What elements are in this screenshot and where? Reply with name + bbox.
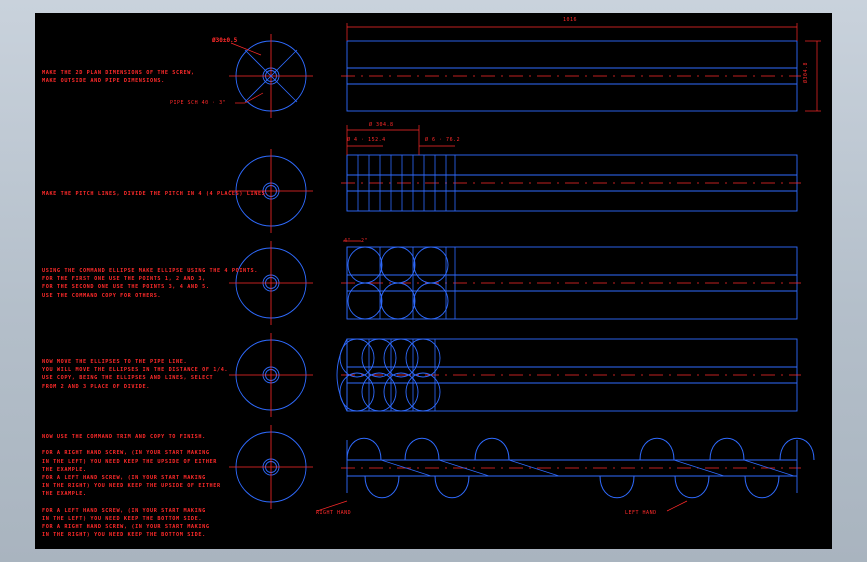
step-note-line: THE EXAMPLE.	[42, 466, 87, 473]
step-note-line: USING THE COMMAND ELLIPSE MAKE ELLIPSE U…	[42, 268, 258, 274]
pitch-half-left: Ø 4 · 152.4	[347, 137, 386, 143]
step-note-3: USING THE COMMAND ELLIPSE MAKE ELLIPSE U…	[42, 267, 258, 300]
step-note-line: FOR THE SECOND ONE USE THE POINTS 3, 4 A…	[42, 284, 210, 291]
flight-upper	[709, 437, 745, 461]
drawing-sheet: MAKE THE 2D PLAN DIMENSIONS OF THE SCREW…	[35, 13, 832, 549]
step-note-line	[42, 441, 221, 449]
construction-ellipse	[380, 246, 416, 284]
step-note-line: USE THE COMMAND COPY FOR OTHERS.	[42, 292, 162, 299]
step-note-line: FOR A RIGHT HAND SCREW, (IN YOUR START M…	[42, 524, 210, 531]
step-note-line: MAKE OUTSIDE AND PIPE DIMENSIONS.	[42, 78, 165, 85]
diameter-callout: Ø30±0.5	[212, 37, 238, 44]
flight-lower	[599, 475, 635, 499]
length-dimension: 1016	[563, 17, 578, 23]
flight-upper	[346, 437, 382, 461]
moved-ellipse	[361, 338, 397, 378]
end-view-diagonal	[244, 49, 298, 103]
pitch-dimension: Ø 304.8	[369, 122, 394, 128]
step-note-line: THE EXAMPLE.	[42, 491, 87, 498]
step-note-1: MAKE THE 2D PLAN DIMENSIONS OF THE SCREW…	[42, 69, 195, 85]
construction-ellipse	[413, 246, 449, 284]
step-note-line: FROM 2 AND 3 PLACE OF DIVIDE.	[42, 383, 150, 390]
leader-line	[244, 92, 264, 104]
flight-upper	[474, 437, 510, 461]
flight-lower	[434, 475, 470, 499]
construction-ellipse	[413, 282, 449, 320]
small-dimension-2: 2"	[361, 238, 369, 244]
shaft-callout: PIPE SCH 40 · 3"	[170, 100, 227, 106]
step-note-5: NOW USE THE COMMAND TRIM AND COPY TO FIN…	[42, 433, 221, 540]
flight-upper	[779, 437, 815, 461]
step-note-line: FOR THE FIRST ONE USE THE POINTS 1, 2 AN…	[42, 276, 206, 283]
step-note-line: IN THE LEFT) YOU NEED KEEP THE BOTTOM SI…	[42, 516, 203, 523]
step-note-line: NOW MOVE THE ELLIPSES TO THE PIPE LINE.	[42, 359, 188, 365]
flight-upper	[639, 437, 675, 461]
small-dimension-1: 4"	[344, 238, 352, 244]
construction-ellipse	[347, 282, 383, 320]
moved-ellipse	[383, 372, 419, 412]
moved-ellipse	[405, 372, 441, 412]
flight-sweep	[508, 459, 560, 477]
flight-upper	[404, 437, 440, 461]
height-dimension: Ø304.8	[803, 61, 809, 83]
step-note-line: MAKE THE 2D PLAN DIMENSIONS OF THE SCREW…	[42, 70, 195, 76]
moved-ellipse	[339, 372, 375, 412]
flight-sweep	[438, 459, 490, 477]
step-note-line: IN THE RIGHT) YOU NEED KEEP THE UPSIDE O…	[42, 483, 221, 490]
step-note-2: MAKE THE PITCH LINES, DIVIDE THE PITCH I…	[42, 190, 269, 198]
step-note-line: NOW USE THE COMMAND TRIM AND COPY TO FIN…	[42, 434, 206, 440]
flight-sweep	[743, 459, 795, 477]
moved-ellipse	[383, 338, 419, 378]
construction-ellipse	[347, 246, 383, 284]
flight-sweep	[673, 459, 725, 477]
step-note-4: NOW MOVE THE ELLIPSES TO THE PIPE LINE. Y…	[42, 358, 228, 391]
step-note-line: IN THE RIGHT) YOU NEED KEEP THE BOTTOM S…	[42, 532, 206, 539]
flight-lower	[674, 475, 710, 499]
step-note-line: YOU WILL MOVE THE ELLIPSES IN THE DISTAN…	[42, 367, 229, 374]
step-note-line: FOR A LEFT HAND SCREW, (IN YOUR START MA…	[42, 507, 206, 514]
moved-ellipse	[361, 372, 397, 412]
leader-line	[316, 500, 348, 512]
step-note-line: FOR A LEFT HAND SCREW, (IN YOUR START MA…	[42, 475, 206, 482]
flight-sweep	[380, 459, 432, 477]
left-hand-label: LEFT HAND	[625, 510, 657, 516]
step-note-line: MAKE THE PITCH LINES, DIVIDE THE PITCH I…	[42, 191, 270, 197]
leader-line	[666, 500, 688, 512]
moved-ellipse	[339, 338, 375, 378]
screw-drawing	[229, 23, 821, 512]
leader-line	[230, 42, 262, 56]
step-note-line: FOR A RIGHT HAND SCREW, (IN YOUR START M…	[42, 450, 210, 457]
construction-ellipse	[380, 282, 416, 320]
step-note-line	[42, 499, 221, 507]
flight-lower	[364, 475, 400, 499]
flight-lower	[744, 475, 780, 499]
pitch-half-right: Ø 6 · 76.2	[425, 137, 461, 143]
end-cap-arc	[336, 338, 348, 412]
right-hand-label: RIGHT HAND	[316, 510, 352, 516]
step-note-line: IN THE LEFT) YOU NEED KEEP THE UPSIDE OF…	[42, 458, 217, 465]
step-note-line: USE COPY, BEING THE ELLIPSES AND LINES, …	[42, 375, 214, 382]
moved-ellipse	[405, 338, 441, 378]
